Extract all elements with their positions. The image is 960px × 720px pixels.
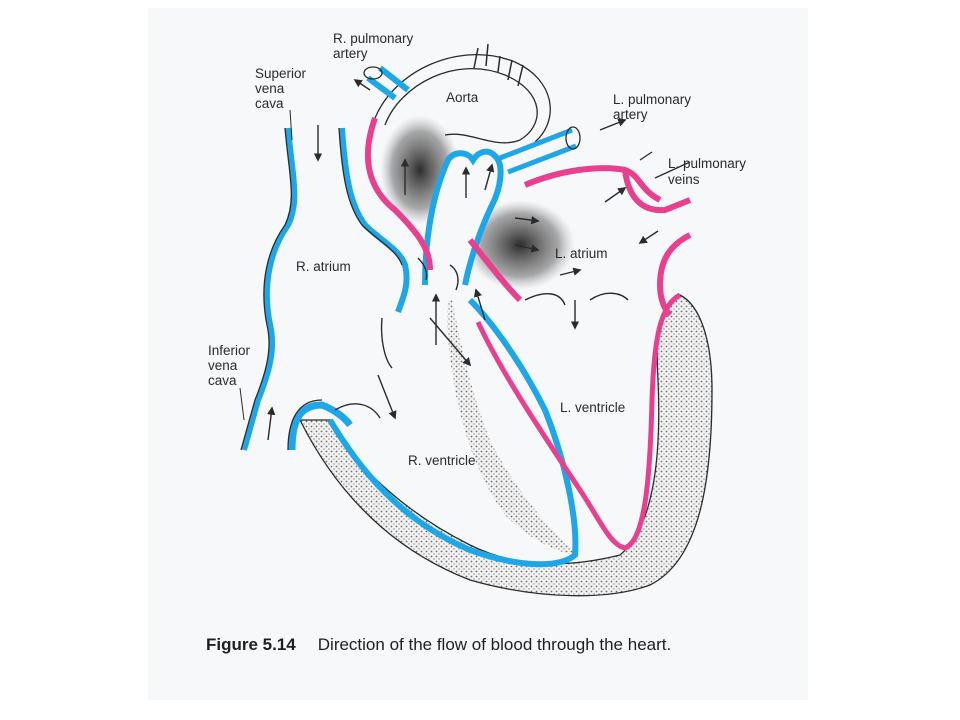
left-atrium-wall — [523, 165, 662, 203]
inferior-vena-cava-outline — [287, 399, 323, 451]
superior-vena-cava-outline — [240, 127, 292, 451]
label-r-atrium: R. atrium — [296, 259, 351, 274]
aorta-arch — [384, 68, 538, 144]
left-ventricle-wall — [475, 292, 682, 551]
left-atrium-lower-wall — [467, 238, 523, 303]
septum — [447, 300, 580, 555]
aorta-branches — [473, 43, 524, 87]
l-pulmonary-artery-opening — [565, 126, 581, 150]
flow-arrows — [266, 79, 659, 441]
r-pulmonary-artery — [366, 65, 410, 101]
label-l-atrium: L. atrium — [555, 246, 608, 261]
r-pulmonary-artery-opening — [363, 66, 383, 80]
superior-vena-cava-right — [339, 127, 410, 313]
label-l-pulmonary-artery: L. pulmonary artery — [613, 92, 695, 122]
tricuspid-valve — [334, 317, 393, 419]
figure-caption: Figure 5.14 Direction of the flow of bloo… — [206, 634, 806, 656]
pulmonary-trunk — [422, 148, 504, 286]
label-r-pulmonary-artery: R. pulmonary artery — [333, 31, 417, 61]
l-pulmonary-veins — [622, 169, 692, 318]
right-ventricle-wall — [327, 297, 579, 568]
l-pulmonary-artery — [499, 127, 577, 175]
leader-lines — [239, 109, 293, 421]
aorta-wall — [365, 116, 433, 271]
label-aorta: Aorta — [446, 90, 479, 105]
label-superior-vena-cava: Superior vena cava — [255, 66, 310, 111]
label-inferior-vena-cava: Inferior vena cava — [208, 343, 254, 388]
inferior-vena-cava — [288, 401, 353, 451]
superior-vena-cava-right-outline — [338, 127, 403, 266]
label-r-ventricle: R. ventricle — [408, 453, 476, 468]
label-l-ventricle: L. ventricle — [560, 400, 625, 415]
caption-text: Direction of the flow of blood through t… — [317, 635, 672, 654]
l-pulmonary-veins-outline — [639, 151, 691, 179]
label-l-pulmonary-veins: L. pulmonary veins — [668, 156, 750, 187]
mitral-valve — [524, 292, 629, 306]
figure-number: Figure 5.14 — [206, 635, 296, 654]
semilunar-valves — [417, 257, 459, 291]
superior-vena-cava — [241, 127, 298, 451]
